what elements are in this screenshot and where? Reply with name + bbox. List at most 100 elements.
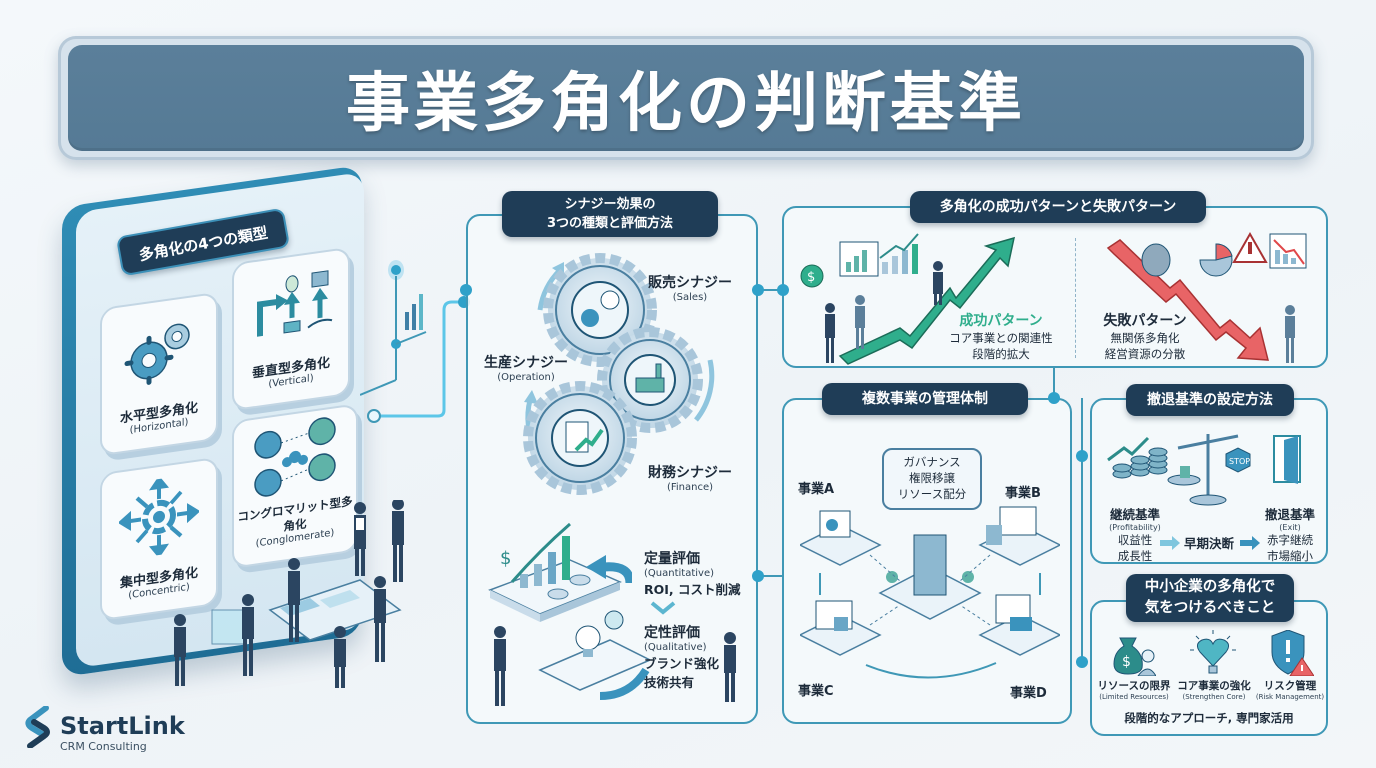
circuit-connector: [359, 240, 470, 430]
type-card-conglomerate: コングロマリット型多角化 (Conglomerate): [232, 403, 358, 569]
success-line1: コア事業との関連性: [949, 331, 1053, 345]
qualitative-detail-1: ブランド強化: [644, 656, 720, 671]
synergy-title-line2: 3つの種類と評価方法: [546, 216, 674, 231]
shield-warning-icon: [1268, 629, 1315, 677]
success-illustration: $: [800, 228, 1040, 368]
business-d-label: 事業D: [1010, 686, 1047, 701]
svg-text:$: $: [807, 270, 815, 285]
pattern-divider: [1075, 238, 1076, 358]
synergy-finance-en: (Finance): [666, 482, 714, 493]
sme-footer: 段階的なアプローチ, 専門家活用: [1124, 711, 1294, 725]
failure-illustration: [1090, 228, 1318, 368]
management-illustration: [798, 505, 1062, 685]
chevron-down-icon: [650, 600, 676, 615]
business-a-label: 事業A: [798, 482, 835, 497]
sme-section-title: 中小企業の多角化で 気をつけるべきこと: [1126, 574, 1294, 622]
failure-pattern: 失敗パターン 無関係多角化 経営資源の分散: [1090, 310, 1200, 362]
stop-sign-text: STOP: [1229, 457, 1250, 466]
success-line2: 段階的拡大: [972, 347, 1030, 361]
connector-node: [460, 284, 472, 296]
failure-line1: 無関係多角化: [1110, 331, 1180, 345]
startlink-logo-icon: [24, 705, 52, 749]
hub-line: 権限移譲: [909, 471, 955, 485]
type-card-concentric: 集中型多角化 (Concentric): [100, 456, 218, 622]
money-bag-icon: $: [1110, 632, 1157, 677]
title-banner: 事業多角化の判断基準: [68, 45, 1304, 151]
sme-item-resources: リソースの限界 (Limited Resources): [1094, 678, 1174, 701]
exit-section-title: 撤退基準の設定方法: [1126, 384, 1294, 416]
sme-item-jp: コア事業の強化: [1177, 680, 1251, 692]
quantitative-jp: 定量評価: [644, 551, 700, 567]
failure-title: 失敗パターン: [1103, 313, 1187, 329]
continue-criteria: 継続基準 (Profitability) 収益性 成長性: [1100, 504, 1170, 564]
exit-criteria: 撤退基準 (Exit) 赤字継続 市場縮小: [1258, 504, 1322, 564]
synergy-sales: 販売シナジー (Sales): [648, 272, 732, 303]
page-title: 事業多角化の判断基準: [346, 67, 1026, 141]
network-icon: [250, 408, 340, 508]
success-title: 成功パターン: [959, 313, 1043, 329]
hub-line: リソース配分: [897, 487, 967, 501]
synergy-sales-en: (Sales): [672, 292, 708, 303]
sme-title-line2: 気をつけるべきこと: [1144, 600, 1276, 616]
connector-node: [1076, 450, 1088, 462]
sme-item-jp: リスク管理: [1263, 680, 1317, 692]
synergy-finance-jp: 財務シナジー: [648, 465, 732, 481]
svg-text:$: $: [1122, 654, 1131, 670]
qualitative-detail-2: 技術共有: [644, 675, 695, 690]
synergy-title-line1: シナジー効果の: [564, 197, 656, 212]
quantitative-detail: ROI, コスト削減: [644, 582, 741, 597]
gears-icon: [119, 296, 199, 407]
connector-line: [758, 575, 784, 577]
synergy-finance: 財務シナジー (Finance): [648, 462, 732, 493]
management-section-title: 複数事業の管理体制: [822, 383, 1028, 415]
connector-line: [1081, 398, 1083, 662]
sme-item-core: コア事業の強化 (Strengthen Core): [1174, 678, 1254, 701]
patterns-section-title: 多角化の成功パターンと失敗パターン: [910, 191, 1206, 223]
hub-line: ガバナンス: [903, 455, 961, 469]
governance-callout: ガバナンス 権限移譲 リソース配分: [882, 448, 982, 510]
synergy-gears-illustration: [500, 250, 720, 510]
qualitative-en: (Qualitative): [644, 642, 707, 653]
sme-title-line1: 中小企業の多角化で: [1144, 579, 1276, 595]
sme-item-risk: リスク管理 (Risk Management): [1250, 678, 1330, 701]
logo-sub: CRM Consulting: [60, 740, 147, 753]
early-decision: 早期決断: [1184, 536, 1235, 551]
business-c-label: 事業C: [798, 684, 834, 699]
qualitative-eval: 定性評価 (Qualitative) ブランド強化 技術共有: [644, 622, 754, 691]
logo-name: StartLink: [60, 712, 185, 740]
synergy-operation-en: (Operation): [497, 372, 555, 383]
supply-chain-icon: [248, 251, 334, 363]
qualitative-jp: 定性評価: [644, 625, 700, 641]
connector-line: [1053, 368, 1055, 398]
sme-item-jp: リソースの限界: [1097, 680, 1171, 692]
connector-line: [758, 289, 784, 291]
arrow-right-icon: [1160, 535, 1180, 550]
failure-line2: 経営資源の分散: [1104, 347, 1186, 361]
evaluation-illustration: $: [480, 520, 652, 720]
exit-illustration: STOP: [1104, 428, 1314, 508]
type-card-vertical: 垂直型多角化 (Vertical): [232, 246, 350, 412]
exit-line1: 赤字継続: [1267, 533, 1313, 547]
synergy-operation: 生産シナジー (Operation): [484, 352, 568, 383]
radial-arrows-icon: [119, 461, 199, 572]
person-figure: [720, 632, 740, 702]
quantitative-en: (Quantitative): [644, 568, 714, 579]
team-illustration: [160, 498, 420, 690]
return-arrow-icon: [584, 555, 635, 585]
exit-line2: 市場縮小: [1267, 549, 1313, 563]
heart-bulb-icon: [1190, 630, 1236, 676]
exit-jp: 撤退基準: [1264, 507, 1315, 522]
exit-en: (Exit): [1279, 523, 1301, 532]
continue-jp: 継続基準: [1109, 507, 1160, 522]
continue-line1: 収益性: [1117, 533, 1153, 547]
connector-node: [1076, 656, 1088, 668]
type-card-horizontal: 水平型多角化 (Horizontal): [100, 291, 218, 457]
connector-node: [752, 284, 764, 296]
success-pattern: 成功パターン コア事業との関連性 段階的拡大: [946, 310, 1056, 362]
business-b-label: 事業B: [1005, 486, 1041, 501]
sme-item-en: (Limited Resources): [1099, 693, 1169, 701]
synergy-section-title: シナジー効果の 3つの種類と評価方法: [502, 191, 718, 237]
continue-en: (Profitability): [1109, 523, 1161, 532]
connector-node: [752, 570, 764, 582]
logo: StartLink CRM Consulting: [60, 712, 185, 753]
